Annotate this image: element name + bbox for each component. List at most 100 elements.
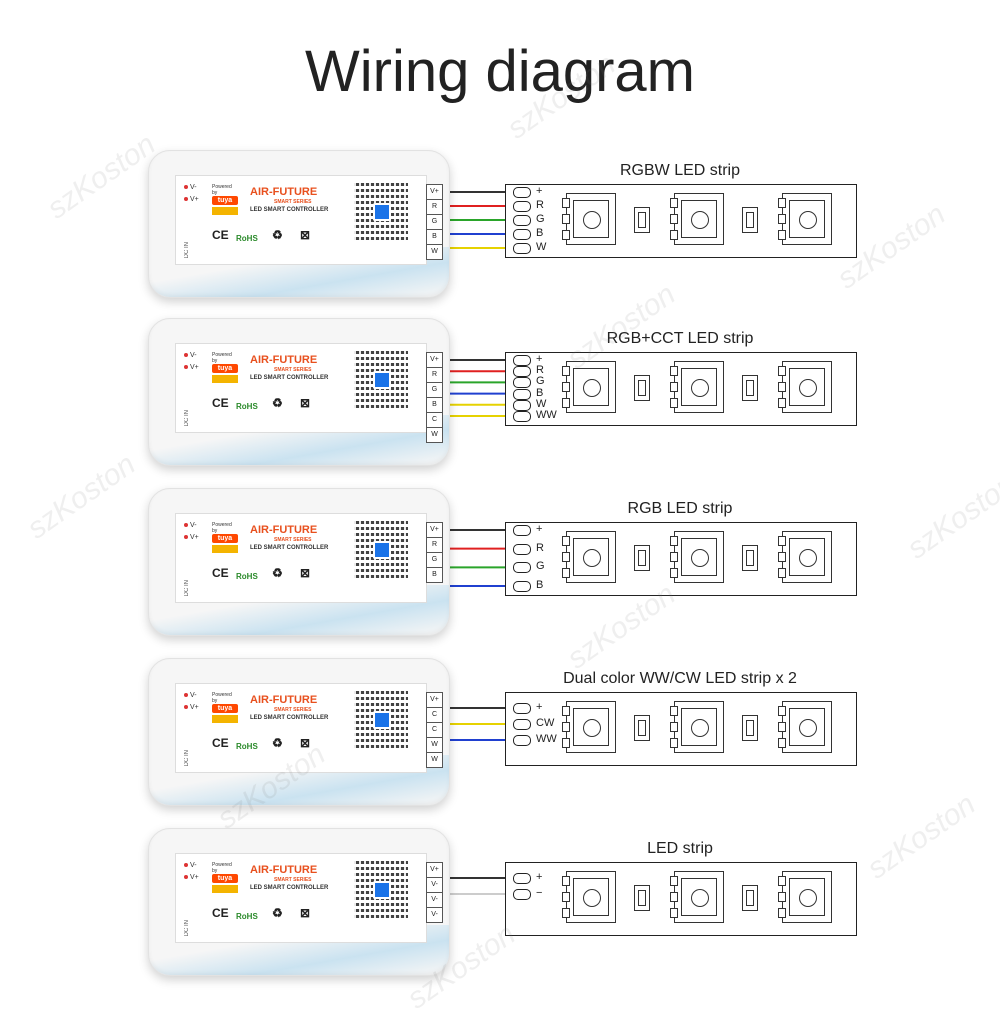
strip-title: LED strip <box>647 840 713 857</box>
tuya-logo: tuya <box>212 534 238 543</box>
solder-pad <box>513 399 531 411</box>
terminal-c: C <box>427 723 442 738</box>
home-icon <box>373 371 391 389</box>
v-plus-indicator: V+ <box>184 364 199 371</box>
led-chip <box>670 871 724 923</box>
led-chip-inner <box>789 878 825 916</box>
led-lens <box>799 549 817 567</box>
resistor-body <box>746 212 754 228</box>
solder-pad <box>513 889 531 900</box>
pad-label: + <box>536 871 543 883</box>
resistor <box>634 545 650 571</box>
terminal-w: W <box>427 738 442 753</box>
terminal-c: C <box>427 708 442 723</box>
led-terminal <box>778 738 786 748</box>
led-lens <box>583 549 601 567</box>
ce-mark: CE <box>212 906 229 920</box>
terminal-vplus: V+ <box>427 693 442 708</box>
led-terminal <box>778 722 786 732</box>
led-chip-inner <box>573 200 609 238</box>
solder-pad <box>513 388 531 400</box>
terminal-r: R <box>427 200 442 215</box>
led-chip <box>778 531 832 583</box>
solder-pad <box>513 366 531 378</box>
solder-pad <box>513 355 531 366</box>
resistor-body <box>638 890 646 906</box>
solder-pad <box>513 873 531 884</box>
pad-label: G <box>536 375 545 388</box>
led-chip-inner <box>789 538 825 576</box>
pad-label: + <box>536 353 543 365</box>
led-lens <box>799 211 817 229</box>
terminal-c: C <box>427 413 442 428</box>
led-terminal <box>670 552 678 562</box>
pad-label: B <box>536 227 544 239</box>
pad-label: CW <box>536 717 555 729</box>
led-terminal <box>562 876 570 886</box>
led-terminal <box>562 230 570 240</box>
led-lens <box>583 889 601 907</box>
led-chip-inner <box>573 368 609 406</box>
product-name: LED SMART CONTROLLER <box>250 885 329 891</box>
led-terminal <box>562 382 570 392</box>
strip-title: RGB+CCT LED strip <box>606 330 754 347</box>
led-lens <box>583 211 601 229</box>
recycle-icon: ♻ <box>272 228 283 242</box>
led-terminal <box>562 738 570 748</box>
led-terminal <box>670 382 678 392</box>
led-chip <box>562 531 616 583</box>
strip-title: Dual color WW/CW LED strip x 2 <box>563 670 797 687</box>
v-minus-indicator: V- <box>184 692 197 699</box>
led-strip <box>505 692 857 766</box>
pad-label: + <box>536 701 543 713</box>
led-terminal <box>562 706 570 716</box>
brand-series: SMART SERIES <box>274 537 312 543</box>
resistor <box>634 207 650 233</box>
led-terminal <box>670 398 678 408</box>
ce-mark: CE <box>212 228 229 242</box>
tuya-logo: tuya <box>212 364 238 373</box>
terminal-block: V+V-V-V- <box>426 862 443 923</box>
resistor <box>742 885 758 911</box>
rohs-mark: RoHS <box>236 572 258 581</box>
led-strip <box>505 352 857 426</box>
pad-label: R <box>536 199 544 211</box>
tuya-yellow-band <box>212 715 238 723</box>
led-strip <box>505 184 857 258</box>
resistor <box>742 715 758 741</box>
solder-pad <box>513 562 531 574</box>
led-terminal <box>562 722 570 732</box>
led-terminal <box>778 398 786 408</box>
led-terminal <box>562 214 570 224</box>
led-chip <box>670 531 724 583</box>
led-terminal <box>778 568 786 578</box>
led-lens <box>583 719 601 737</box>
led-terminal <box>670 198 678 208</box>
led-chip-inner <box>573 538 609 576</box>
led-lens <box>691 889 709 907</box>
led-terminal <box>778 908 786 918</box>
pad-label: G <box>536 560 545 573</box>
product-name: LED SMART CONTROLLER <box>250 207 329 213</box>
led-terminal <box>670 230 678 240</box>
solder-pad <box>513 215 531 226</box>
resistor-body <box>638 550 646 566</box>
terminal-vplus: V+ <box>427 523 442 538</box>
terminal-g: G <box>427 383 442 398</box>
pad-label: R <box>536 541 544 554</box>
terminal-g: G <box>427 215 442 230</box>
pad-label: − <box>536 887 543 899</box>
recycle-icon: ♻ <box>272 736 283 750</box>
led-lens <box>799 719 817 737</box>
terminal-b: B <box>427 398 442 413</box>
product-name: LED SMART CONTROLLER <box>250 715 329 721</box>
led-terminal <box>670 536 678 546</box>
led-chip <box>778 193 832 245</box>
